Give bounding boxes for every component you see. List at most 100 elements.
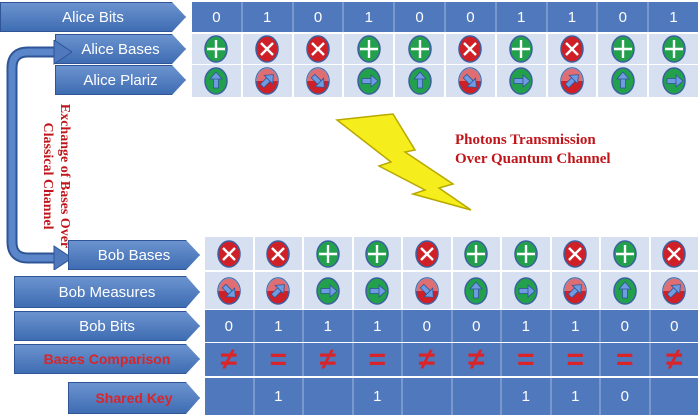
comparison-cell: = [500, 343, 550, 376]
bob-bit-cell: 0 [224, 317, 233, 335]
photon-polarization-icon [302, 272, 352, 309]
bob-bit-cell: 1 [252, 310, 303, 342]
plus-basis-icon [647, 34, 698, 64]
not-equal-sign: ≠ [220, 342, 237, 376]
plus-basis-icon [302, 237, 352, 270]
cross-basis-icon [205, 237, 253, 270]
alice-bit-cell: 1 [545, 2, 597, 32]
alice-bit-cell: 0 [443, 2, 495, 32]
photon-polarization-icon [240, 65, 292, 97]
shared-key-cell [302, 378, 352, 415]
curved-double-arrow-icon [6, 40, 72, 270]
shared-key-cell [401, 378, 451, 415]
equal-sign: = [516, 342, 535, 376]
photon-polarization-icon [599, 272, 649, 309]
photon-polarization-icon [351, 272, 402, 309]
shared-key-cell: 1 [500, 378, 550, 415]
photon-polarization-icon [443, 65, 495, 97]
equal-sign: = [368, 342, 387, 376]
comparison-cell: = [599, 343, 649, 376]
plus-basis-icon [342, 34, 393, 64]
bob-bit-cell: 1 [500, 310, 550, 342]
shared-key-cell: 1 [252, 378, 303, 415]
comparison-cell: = [351, 342, 402, 376]
bob-bit-cell: 1 [351, 310, 402, 342]
cross-basis-icon [291, 34, 343, 64]
alice-bit-cell: 1 [494, 2, 546, 32]
bob-bit-cell: 1 [549, 310, 600, 342]
bob-bit-cell: 0 [648, 310, 698, 342]
bob-bases-label: Bob Bases [68, 240, 200, 270]
photon-polarization-icon [393, 65, 444, 97]
equal-sign: = [615, 342, 634, 376]
plus-basis-icon [351, 237, 402, 270]
alice-bit-cell: 0 [212, 8, 221, 26]
cross-basis-icon [443, 34, 495, 64]
cross-basis-icon [401, 237, 451, 270]
alice-bit-cell: 0 [596, 2, 647, 32]
bob-bit-cell: 1 [302, 310, 352, 342]
bob-bit-cell: 0 [599, 310, 649, 342]
cross-basis-icon [549, 237, 600, 270]
not-equal-sign: ≠ [666, 342, 683, 376]
bob-measures-label: Bob Measures [14, 276, 200, 308]
photon-polarization-icon [545, 65, 597, 97]
shared-key-cell: 0 [599, 378, 649, 415]
plus-basis-icon [450, 237, 501, 270]
shared-key-cell: 1 [549, 378, 600, 415]
not-equal-sign: ≠ [319, 342, 336, 376]
shared-key-cell [450, 378, 501, 415]
shared-key-cell [648, 378, 698, 415]
comparison-cell: ≠ [401, 343, 451, 376]
alice-polariz-row [192, 65, 698, 97]
comparison-cell: = [549, 343, 600, 376]
photon-polarization-icon [342, 65, 393, 97]
cross-basis-icon [240, 34, 292, 64]
photon-polarization-icon [401, 272, 451, 309]
not-equal-sign: ≠ [468, 342, 485, 376]
photon-polarization-icon [494, 65, 546, 97]
plus-basis-icon [596, 34, 647, 64]
plus-basis-icon [599, 237, 649, 270]
alice-polariz-label: Alice Plariz [55, 65, 186, 95]
plus-basis-icon [500, 237, 550, 270]
shared-key-label: Shared Key [68, 382, 200, 414]
not-equal-sign: ≠ [418, 342, 435, 376]
alice-bit-cell: 0 [393, 2, 444, 32]
plus-basis-icon [494, 34, 546, 64]
alice-bases-row [192, 34, 698, 64]
equal-sign: = [269, 342, 288, 376]
photon-polarization-icon [450, 272, 501, 309]
cross-basis-icon [545, 34, 597, 64]
photon-polarization-icon [648, 272, 698, 309]
comparison-cell: ≠ [302, 343, 352, 376]
bases-comparison-row: ≠ = ≠ = ≠ ≠ = = = ≠ [205, 343, 698, 376]
alice-bit-cell: 1 [240, 2, 292, 32]
alice-bit-cell: 1 [647, 2, 698, 32]
photon-polarization-icon [291, 65, 343, 97]
bob-bit-cell: 0 [401, 310, 451, 342]
comparison-cell: ≠ [450, 342, 501, 376]
plus-basis-icon [393, 34, 444, 64]
cross-basis-icon [648, 237, 698, 270]
plus-basis-icon [192, 34, 241, 64]
comparison-cell: ≠ [648, 342, 698, 376]
bob-bits-label: Bob Bits [14, 311, 200, 341]
photon-polarization-icon [647, 65, 698, 97]
classical-channel-text: Exchange of Bases Over Classical Channel [40, 103, 72, 249]
cross-basis-icon [252, 237, 303, 270]
shared-key-cell [205, 378, 253, 415]
photon-polarization-icon [252, 272, 303, 309]
shared-key-cell: 1 [351, 378, 402, 415]
comparison-cell: ≠ [205, 343, 253, 376]
bob-bases-row [205, 237, 698, 270]
quantum-channel-text: Photons Transmission Over Quantum Channe… [455, 132, 611, 167]
photon-polarization-icon [192, 65, 241, 97]
alice-bits-label: Alice Bits [0, 2, 186, 32]
lightning-bolt-icon [335, 113, 472, 211]
photon-polarization-icon [549, 272, 600, 309]
bob-bit-cell: 0 [450, 310, 501, 342]
